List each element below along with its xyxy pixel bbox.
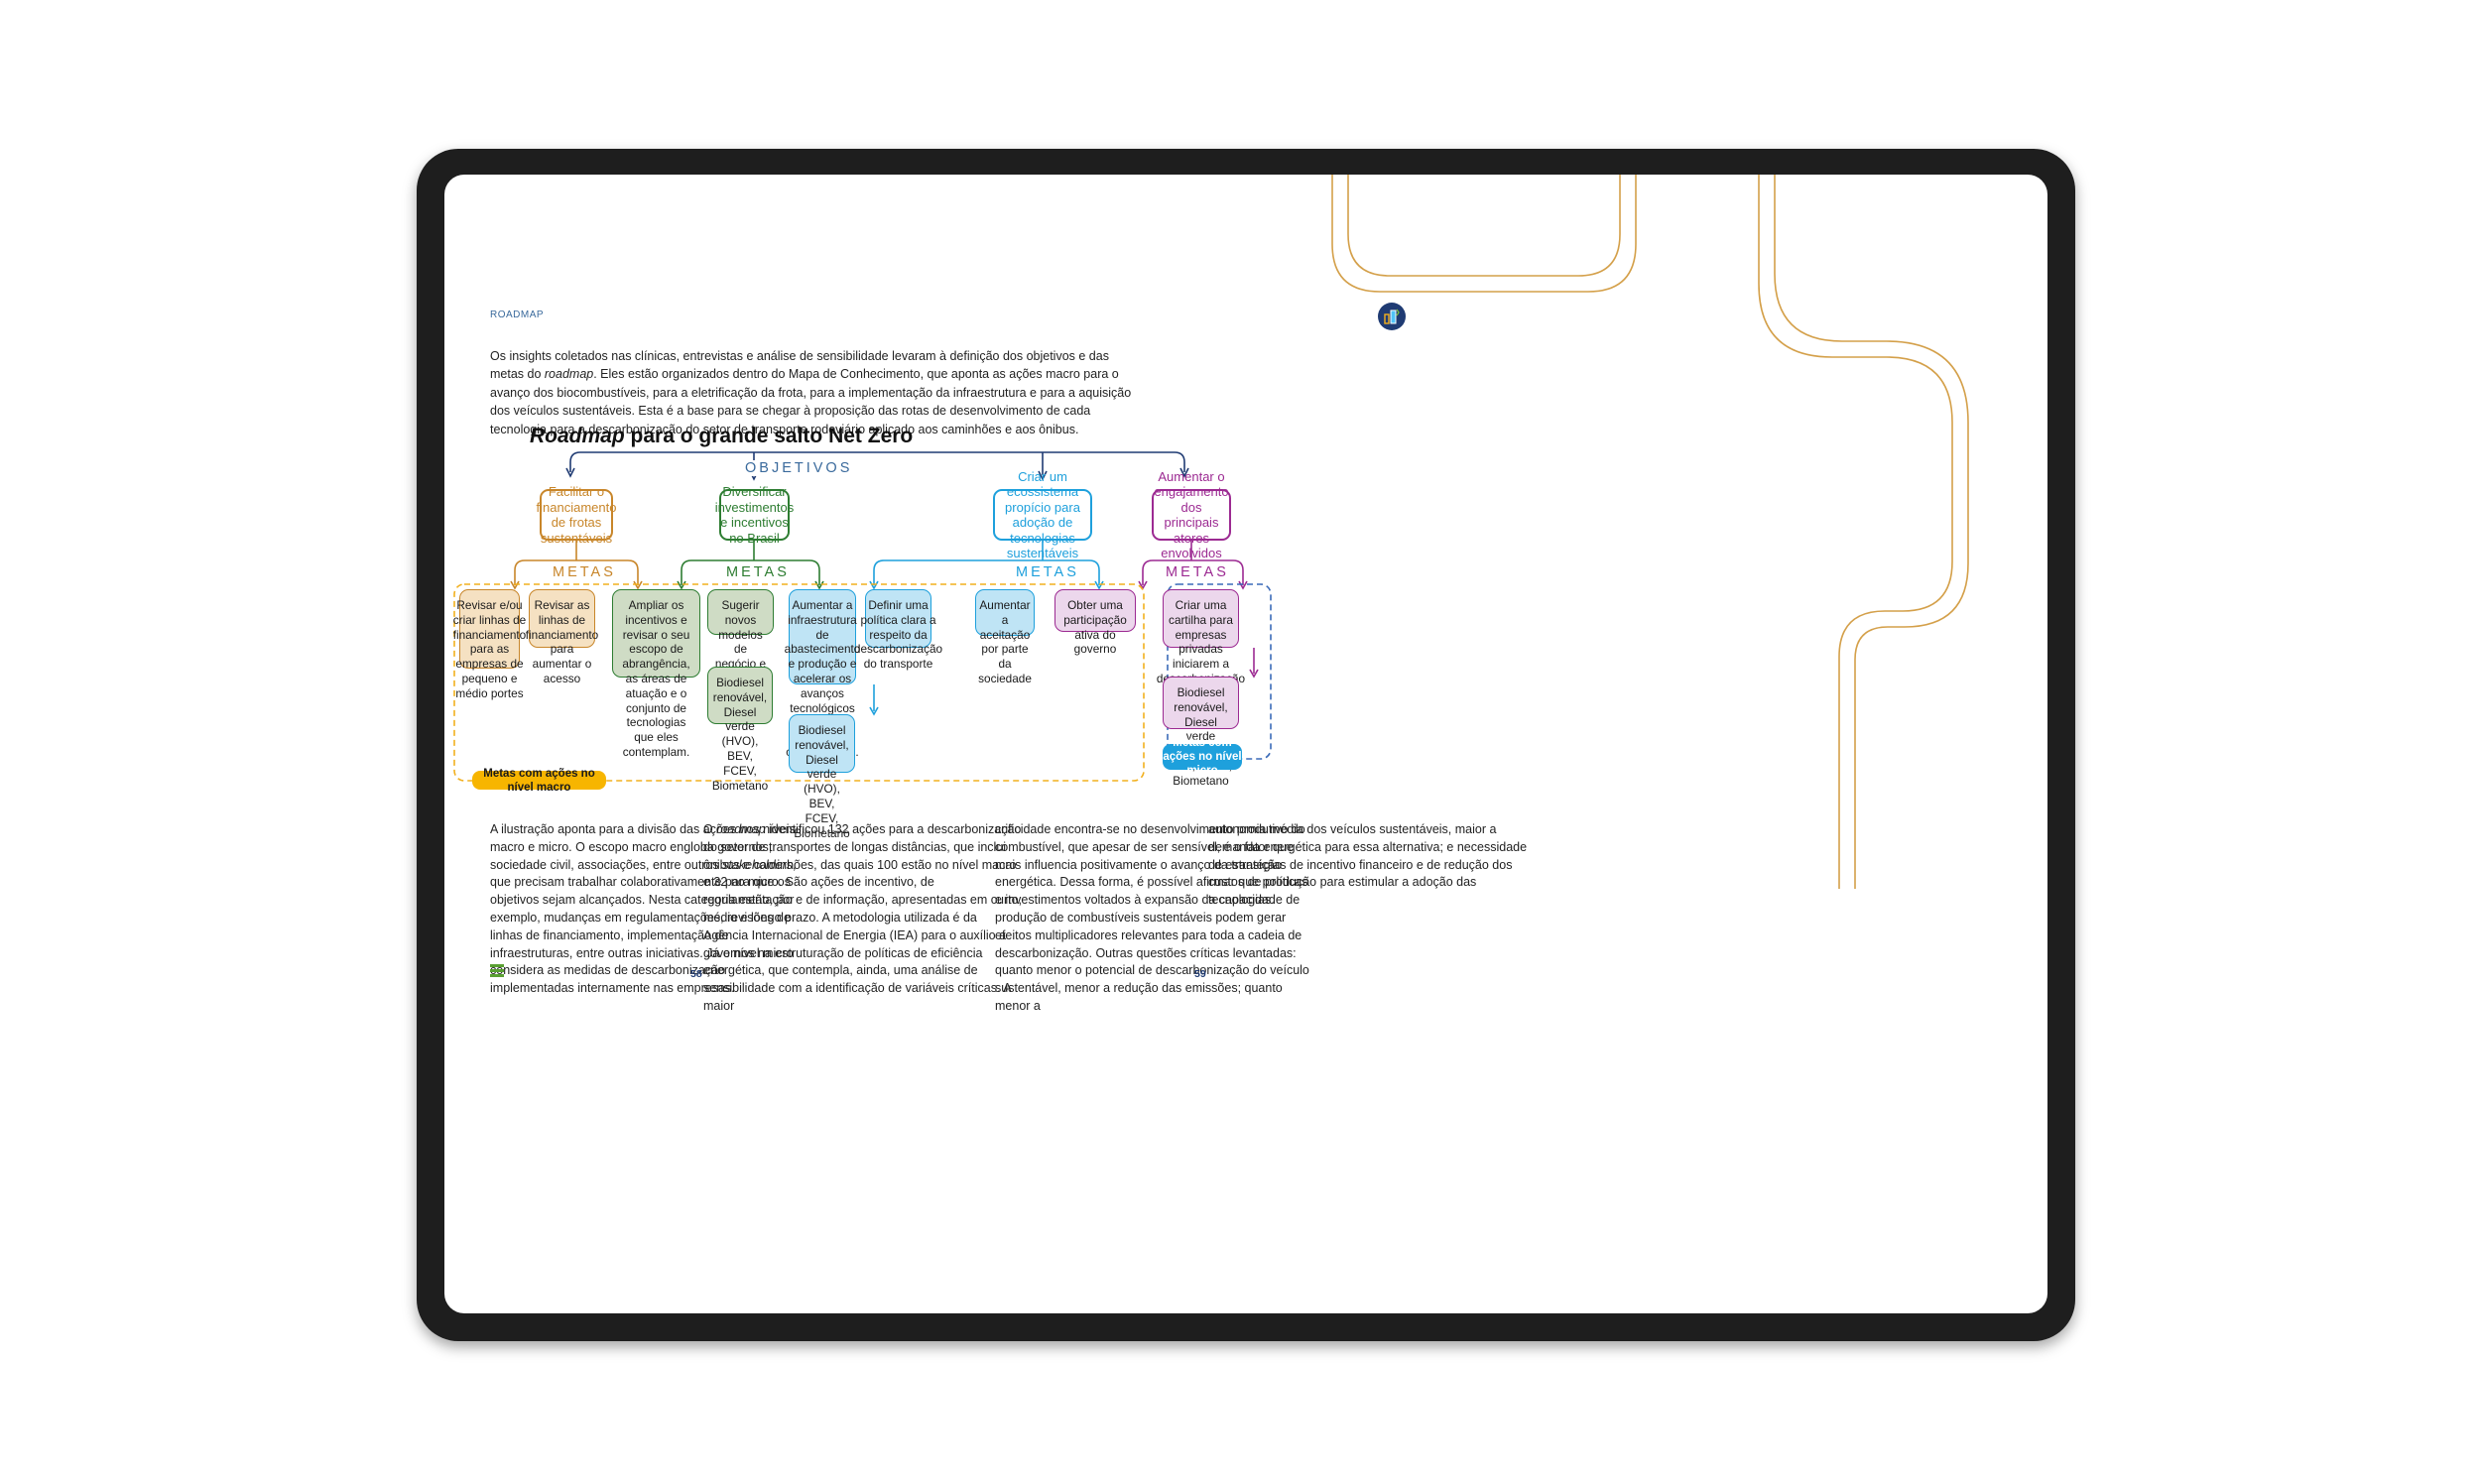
goal-blue-1-sub: Biodiesel renovável, Diesel verde (HVO),…: [789, 714, 855, 840]
micro-level-tag: Metas com ações no nível micro: [1163, 737, 1242, 777]
diagram-title-italic: Roadmap: [530, 425, 625, 447]
goal-green-2-sub: Biodiesel renovável, Diesel verde (HVO),…: [707, 667, 773, 793]
body-column-2: O roadmap identificou 132 ações para a d…: [703, 821, 1023, 1016]
objective-engagement: Aumentar o engajamento dos principais at…: [1152, 469, 1231, 560]
macro-level-tag: Metas com ações no nível macro: [472, 768, 606, 794]
col2-text-1: O: [703, 822, 717, 836]
metas-label-green: METAS: [726, 564, 790, 580]
roadmap-chapter-icon: [1378, 303, 1406, 330]
metas-label-purple: METAS: [1166, 564, 1229, 580]
intro-paragraph: Os insights coletados nas clínicas, entr…: [490, 347, 1135, 438]
body-column-3: criticidade encontra-se no desenvolvimen…: [995, 822, 1309, 1013]
objective-investments: Diversificar investimentos e incentivos …: [714, 484, 795, 546]
goal-green-1: Ampliar os incentivos e revisar o seu es…: [612, 589, 700, 759]
intro-text-1: Os insights coletados nas clínicas, entr…: [490, 349, 1109, 382]
page-number-right: 59: [1194, 968, 1206, 980]
diagram-title: Roadmap para o grande salto Net Zero: [530, 425, 913, 448]
hamburger-menu-icon[interactable]: [490, 964, 504, 977]
col2-text-2: identificou 132 ações para a descarboniz…: [703, 822, 1023, 1013]
diagram-title-rest: para o grande salto Net Zero: [624, 425, 914, 447]
goal-purple-2: Criar uma cartilha para empresas privada…: [1157, 589, 1245, 700]
objective-ecosystem: Criar um ecossistema propício para adoçã…: [993, 469, 1092, 560]
goal-blue-2: Definir uma política clara a respeito da…: [854, 589, 942, 671]
goal-purple-1: Obter uma participação ativa do governo: [1054, 589, 1136, 656]
body-column-1: A ilustração aponta para a divisão das a…: [490, 821, 809, 998]
goal-green-2: Sugerir novos modelos de negócio e incen…: [707, 589, 774, 685]
col1-text-1: A ilustração aponta para a divisão das a…: [490, 822, 796, 872]
objectives-label: OBJETIVOS: [745, 460, 853, 476]
goal-blue-1: Aumentar a infraestrutura de abastecimen…: [785, 589, 860, 759]
tablet-screen: ROADMAP Os insights coletados nas clínic…: [444, 175, 2047, 1313]
metas-label-orange: METAS: [553, 564, 616, 580]
intro-text-italic: roadmap: [544, 367, 594, 382]
objective-financing: Facilitar o financiamento de frotas sust…: [536, 484, 617, 546]
intro-text-2: . Eles estão organizados dentro do Mapa …: [490, 367, 1132, 436]
decorative-road-lines: [1331, 175, 1969, 889]
page-number-left: 58: [690, 968, 702, 980]
col1-text-2: , que precisam trabalhar colaborativamen…: [490, 857, 797, 996]
goal-blue-3: Aumentar a aceitação por parte da socied…: [975, 589, 1035, 685]
goal-orange-1: Revisar e/ou criar linhas de financiamen…: [453, 589, 526, 700]
metas-label-blue: METAS: [1016, 564, 1079, 580]
goal-purple-2-sub: Biodiesel renovável, Diesel verde (HVO),…: [1163, 677, 1239, 788]
body-column-4: autonomia média dos veículos sustentávei…: [1208, 822, 1528, 908]
col2-text-italic: roadmap: [716, 822, 766, 836]
col1-text-italic: stakeholders: [722, 857, 794, 872]
section-label: ROADMAP: [490, 309, 545, 320]
goal-orange-2: Revisar as linhas de financiamento para …: [526, 589, 598, 685]
